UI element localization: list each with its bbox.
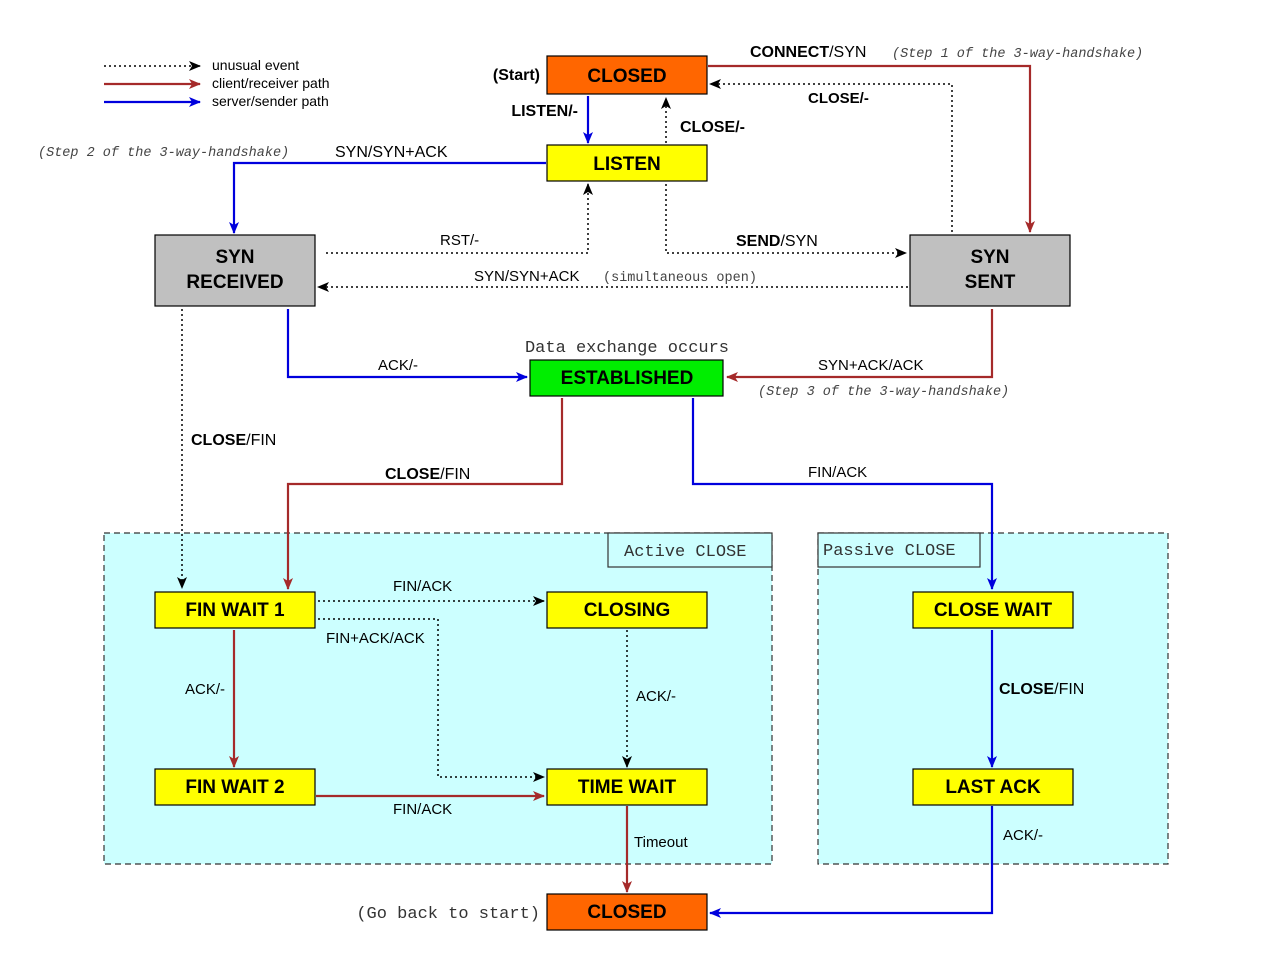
state-closing-label: CLOSING bbox=[584, 600, 671, 621]
step1-note: (Step 1 of the 3-way-handshake) bbox=[892, 47, 1143, 62]
state-close-wait-label: CLOSE WAIT bbox=[934, 600, 1053, 621]
state-fin-wait-2-label: FIN WAIT 2 bbox=[185, 777, 284, 798]
legend: unusual event client/receiver path serve… bbox=[104, 57, 330, 109]
label-close-top: CLOSE/- bbox=[808, 90, 869, 107]
state-closed-bottom: CLOSED bbox=[546, 893, 708, 931]
state-fin-wait-1-label: FIN WAIT 1 bbox=[185, 600, 285, 621]
step2-note: (Step 2 of the 3-way-handshake) bbox=[38, 146, 289, 161]
label-timeout: Timeout bbox=[634, 834, 688, 851]
passive-close-tag bbox=[817, 532, 981, 568]
label-ack-last: ACK/- bbox=[1003, 827, 1043, 844]
state-closing: CLOSING bbox=[546, 591, 708, 629]
legend-unusual: unusual event bbox=[212, 57, 299, 73]
edge-fw1-timewait bbox=[318, 618, 545, 782]
data-exchange-note: Data exchange occurs bbox=[525, 339, 729, 358]
label-ack-est: ACK/- bbox=[378, 357, 418, 374]
state-listen-label: LISTEN bbox=[593, 154, 661, 175]
edge-synack-ack bbox=[726, 309, 994, 382]
label-ack-closing: ACK/- bbox=[636, 688, 676, 705]
state-syn-sent: SYN SENT bbox=[909, 234, 1071, 307]
active-close-label: Active CLOSE bbox=[624, 543, 746, 562]
label-syn-synack: SYN/SYN+ACK bbox=[335, 144, 448, 161]
label-finack-ack: FIN+ACK/ACK bbox=[326, 630, 425, 647]
state-time-wait: TIME WAIT bbox=[546, 768, 708, 806]
state-last-ack-label: LAST ACK bbox=[945, 777, 1041, 798]
state-listen: LISTEN bbox=[546, 144, 708, 182]
edge-fin-ack-est bbox=[691, 398, 997, 590]
state-established: ESTABLISHED bbox=[529, 359, 724, 397]
edge-rst bbox=[326, 183, 593, 254]
state-fin-wait-2: FIN WAIT 2 bbox=[154, 768, 316, 806]
state-time-wait-label: TIME WAIT bbox=[578, 777, 677, 798]
edge-connect bbox=[708, 64, 1035, 233]
state-closed-top: CLOSED bbox=[546, 55, 708, 95]
edge-ack-est bbox=[286, 309, 528, 382]
active-close-region bbox=[103, 532, 773, 865]
label-fin-ack-fw2: FIN/ACK bbox=[393, 801, 452, 818]
label-syn-synack-sim: SYN/SYN+ACK bbox=[474, 268, 579, 285]
start-note: (Start) bbox=[493, 67, 540, 84]
go-back-note: (Go back to start) bbox=[356, 905, 540, 924]
label-rst: RST/- bbox=[440, 232, 479, 249]
state-closed-bottom-label: CLOSED bbox=[587, 902, 666, 923]
active-close-tag bbox=[607, 532, 773, 568]
label-close-listen: CLOSE/- bbox=[680, 119, 745, 136]
label-listen: LISTEN/- bbox=[511, 103, 578, 120]
state-syn-received-line2: RECEIVED bbox=[186, 272, 283, 293]
label-close-fin-est: CLOSE/FIN bbox=[385, 466, 470, 483]
label-fin-ack-fw1: FIN/ACK bbox=[393, 578, 452, 595]
edge-close-est bbox=[283, 398, 564, 590]
state-syn-sent-line1: SYN bbox=[970, 247, 1009, 268]
state-last-ack: LAST ACK bbox=[912, 768, 1074, 806]
step3-note: (Step 3 of the 3-way-handshake) bbox=[758, 385, 1009, 400]
edge-lastack-closed bbox=[709, 806, 994, 918]
label-send: SEND/SYN bbox=[736, 233, 818, 250]
state-syn-sent-line2: SENT bbox=[965, 272, 1016, 293]
passive-close-label: Passive CLOSE bbox=[823, 542, 956, 561]
label-fin-ack-est: FIN/ACK bbox=[808, 464, 867, 481]
legend-server: server/sender path bbox=[212, 93, 329, 109]
state-syn-received: SYN RECEIVED bbox=[154, 234, 316, 307]
label-close-fin-synrcvd: CLOSE/FIN bbox=[191, 432, 276, 449]
legend-client: client/receiver path bbox=[212, 75, 330, 91]
state-syn-received-line1: SYN bbox=[215, 247, 254, 268]
edge-syn-synack bbox=[229, 161, 546, 234]
state-close-wait: CLOSE WAIT bbox=[912, 591, 1074, 629]
label-connect: CONNECT/SYN bbox=[750, 44, 866, 61]
state-closed-top-label: CLOSED bbox=[587, 66, 666, 87]
state-established-label: ESTABLISHED bbox=[561, 368, 694, 389]
simultaneous-note: (simultaneous open) bbox=[603, 271, 757, 286]
label-synack-ack: SYN+ACK/ACK bbox=[818, 357, 923, 374]
state-fin-wait-1: FIN WAIT 1 bbox=[154, 591, 316, 629]
label-ack-fw1: ACK/- bbox=[185, 681, 225, 698]
label-close-fin-cw: CLOSE/FIN bbox=[999, 681, 1084, 698]
